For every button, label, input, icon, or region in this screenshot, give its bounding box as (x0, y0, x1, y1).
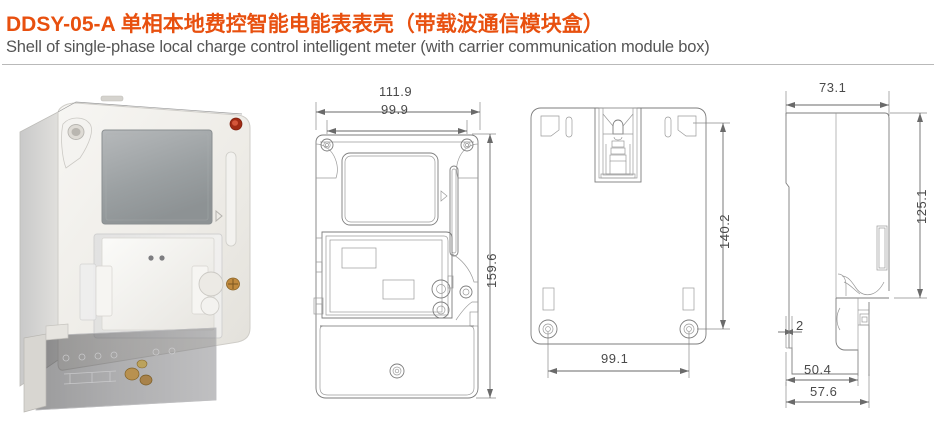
side-profile-outline (785, 112, 890, 348)
side-module-box-profile (835, 298, 870, 376)
side-view-drawing: 73.1 125.1 2 50.4 57.6 (772, 80, 936, 416)
header-divider (2, 64, 934, 65)
rear-mounting-holes (538, 319, 699, 339)
meter-upper-right-seal-screw (229, 117, 243, 131)
front-mounting-holes (320, 138, 474, 152)
dim-50-4 (785, 352, 859, 386)
meter-arrow-mark-icon (215, 209, 223, 223)
rear-view-drawing: 140.2 99.1 (525, 86, 755, 406)
rear-side-slots (542, 287, 695, 311)
rear-din-rail-clip (594, 107, 642, 183)
meter-display-window (101, 129, 213, 225)
dim-73-1 (785, 91, 890, 116)
meter-led-indicator-1 (148, 255, 154, 261)
meter-cover-lock-boss (198, 271, 240, 316)
dim-label-99-1: 99.1 (601, 351, 629, 366)
product-photo (6, 88, 286, 418)
front-display-window (341, 152, 439, 226)
side-window-slot (876, 225, 888, 271)
dim-label-2: 2 (796, 318, 804, 333)
meter-terminal-screws (124, 359, 153, 386)
page-header: DDSY-05-A 单相本地费控智能电能表表壳（带载波通信模块盒） Shell … (0, 0, 936, 72)
dim-label-125-1: 125.1 (914, 188, 929, 224)
meter-terminal-cover (23, 327, 217, 413)
dim-label-159-6: 159.6 (484, 252, 499, 288)
rear-body-outline (530, 107, 707, 345)
dim-label-50-4: 50.4 (804, 362, 832, 377)
page-title-english: Shell of single-phase local charge contr… (6, 38, 710, 56)
dim-57-6 (785, 374, 870, 408)
dim-label-111-9: 111.9 (379, 84, 413, 99)
meter-bottom-left-lug (45, 323, 69, 341)
front-body-outline (315, 134, 479, 399)
dim-99-1 (547, 332, 690, 378)
front-indicator-slot (449, 165, 459, 257)
dim-159-6 (472, 133, 496, 399)
dim-99-9 (326, 120, 468, 134)
side-bottom-flange (786, 347, 858, 375)
front-terminal-panel (319, 325, 475, 396)
dim-2 (778, 316, 802, 348)
dim-140-2 (693, 122, 730, 330)
meter-top-tab (100, 95, 124, 102)
dim-label-99-9: 99.9 (381, 102, 409, 117)
front-arrow-marker-icon (440, 190, 448, 202)
dim-111-9 (315, 102, 481, 130)
front-module-compartment (313, 231, 479, 327)
meter-upper-left-seal-boss (61, 117, 92, 169)
meter-top-edge (57, 101, 243, 115)
meter-right-indicator-strip (225, 151, 237, 247)
page-title-chinese: DDSY-05-A 单相本地费控智能电能表表壳（带载波通信模块盒） (6, 13, 604, 36)
dim-label-140-2: 140.2 (717, 213, 732, 249)
dim-label-73-1: 73.1 (819, 80, 847, 95)
dim-125-1 (890, 112, 927, 299)
meter-terminal-markings (62, 347, 176, 385)
side-terminal-hook (837, 273, 885, 296)
rear-corner-hooks (540, 115, 697, 138)
meter-module-cover (79, 233, 223, 339)
dim-label-57-6: 57.6 (810, 384, 838, 399)
meter-led-indicator-2 (159, 255, 165, 261)
meter-photo-illustration (19, 95, 251, 413)
front-view-drawing: 111.9 99.9 159.6 (300, 84, 500, 406)
